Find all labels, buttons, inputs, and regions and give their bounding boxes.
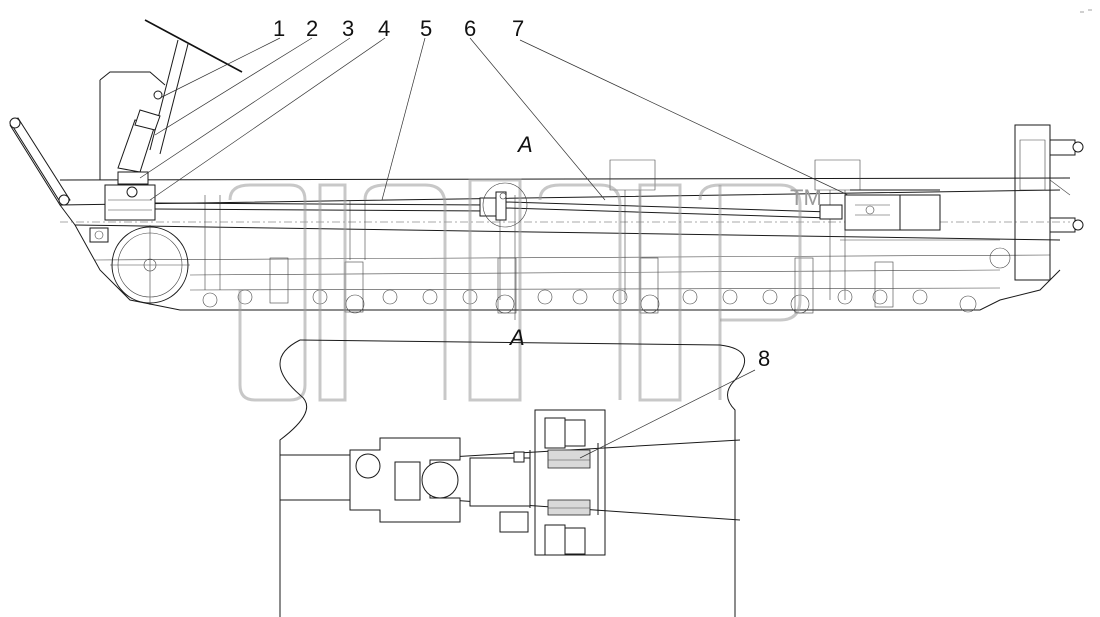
callout-3: 3 <box>342 16 354 41</box>
chassis-frame <box>9 117 1084 314</box>
callout-2: 2 <box>306 16 318 41</box>
steering-box <box>840 189 1000 241</box>
callout-1: 1 <box>273 16 285 41</box>
rear-bracket <box>1014 124 1084 281</box>
section-label: A <box>508 325 525 350</box>
callout-7: 7 <box>512 16 524 41</box>
watermark-trademark: TM <box>790 185 822 210</box>
cross-members <box>204 159 894 314</box>
detail-view <box>279 339 745 617</box>
front-drum <box>110 225 190 305</box>
steering-column <box>89 19 243 243</box>
callout-6: 6 <box>464 16 476 41</box>
corner-mark <box>1080 9 1092 13</box>
callout-5: 5 <box>420 16 432 41</box>
view-label: A <box>516 132 533 157</box>
callout-4: 4 <box>378 16 390 41</box>
section-line <box>482 182 528 320</box>
watermark-logo <box>228 178 802 402</box>
leader-lines <box>139 37 849 459</box>
callout-8: 8 <box>758 346 770 371</box>
drive-shaft <box>154 191 843 221</box>
